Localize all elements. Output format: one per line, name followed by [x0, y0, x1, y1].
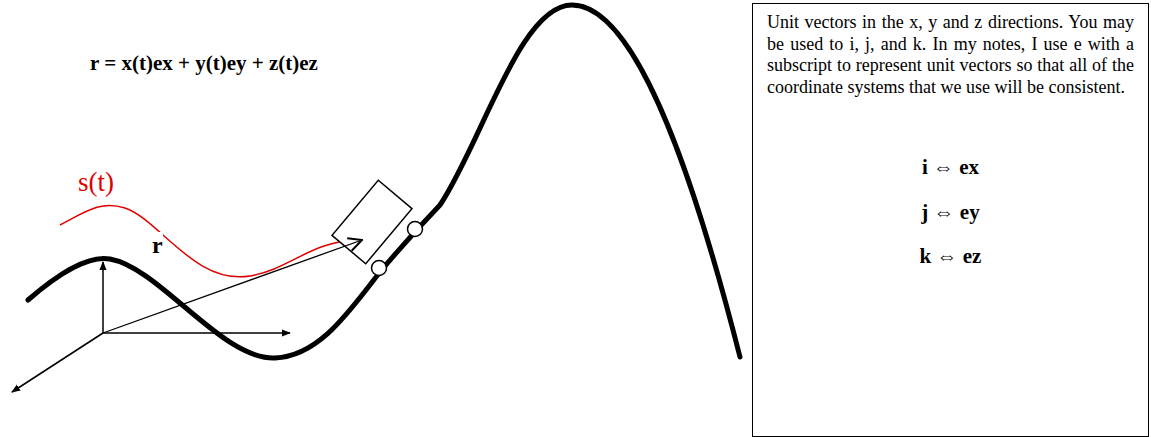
track-curve [28, 5, 740, 358]
y-axis [103, 332, 290, 334]
vector-label: r [152, 232, 163, 258]
unit-vector-mapping: k ⇔ ez [767, 243, 1134, 269]
equation-label: r = x(t)ex + y(t)ey + z(t)ez [90, 52, 318, 75]
arc-length-curve [60, 205, 356, 276]
unit-vector-mapping: i ⇔ ex [767, 154, 1134, 180]
arc-length-label: s(t) [78, 168, 114, 198]
x-axis [12, 333, 103, 392]
cart-body [332, 180, 412, 263]
note-box: Unit vectors in the x, y and z direction… [752, 3, 1149, 437]
unit-vector-mapping: j ⇔ ey [767, 199, 1134, 225]
note-paragraph: Unit vectors in the x, y and z direction… [767, 12, 1134, 98]
z-axis [102, 262, 104, 333]
cart-wheel [408, 222, 423, 237]
cart [332, 180, 412, 263]
position-vector [103, 240, 362, 333]
cart-wheel [372, 261, 387, 276]
